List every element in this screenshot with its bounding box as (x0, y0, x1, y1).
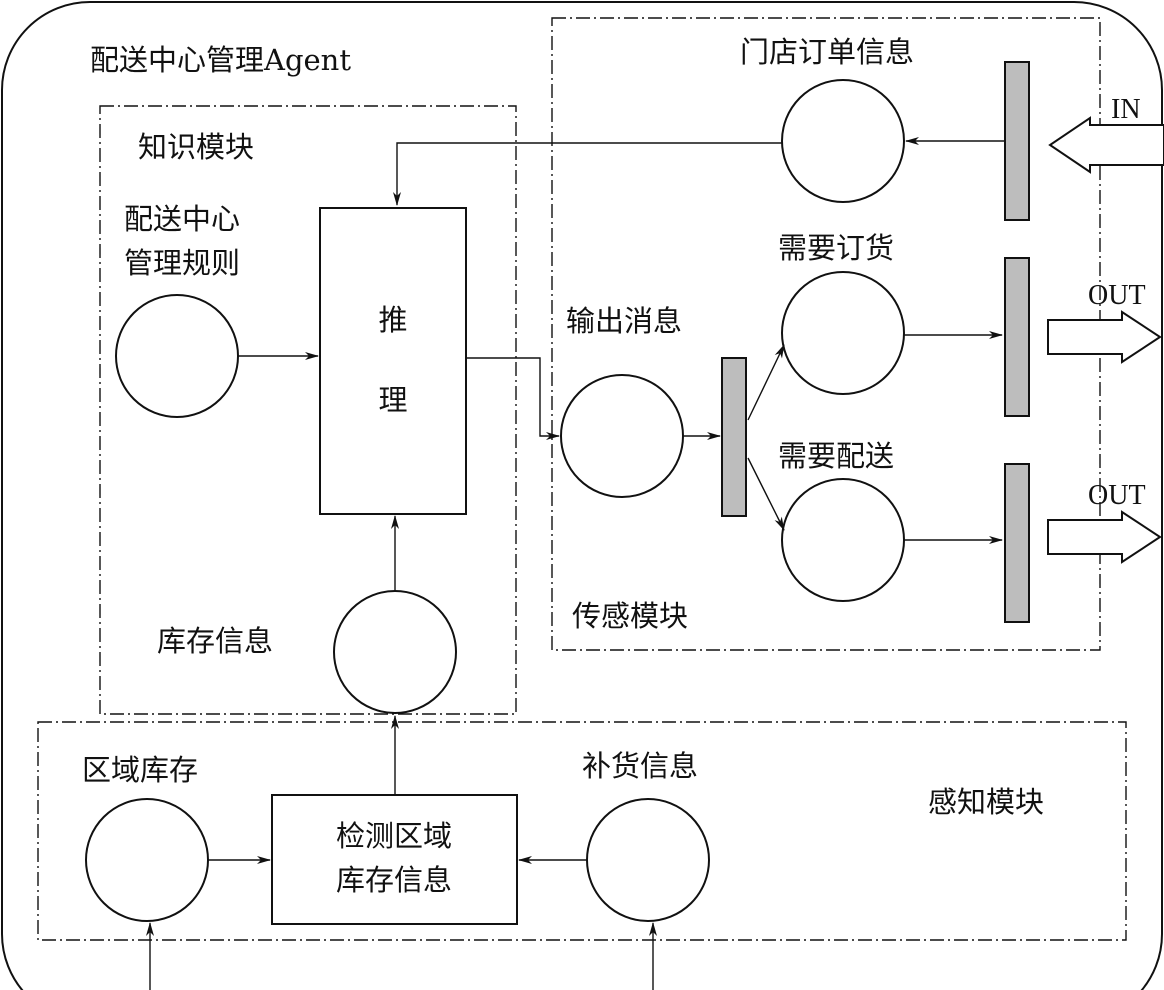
perception-module-label: 感知模块 (928, 785, 1044, 819)
store-order-place (781, 79, 905, 203)
arc-inference-to-output-message (466, 357, 560, 440)
arc-split-to-need-delivery (747, 457, 785, 531)
out-label-1: OUT (1088, 280, 1146, 311)
need-delivery-label: 需要配送 (778, 439, 894, 473)
output-message-label: 输出消息 (566, 304, 682, 338)
knowledge-module-frame (99, 105, 517, 715)
arc-split-to-need-order (747, 344, 785, 421)
in-arrow-icon (1048, 116, 1164, 174)
inference-box (319, 207, 467, 515)
rules-place (115, 294, 239, 418)
replenish-place (586, 798, 710, 922)
order-output-transition (1004, 257, 1030, 417)
arc-store-order-to-inference (393, 142, 782, 206)
perception-module-frame (37, 721, 1127, 941)
knowledge-module-label: 知识模块 (138, 130, 254, 164)
delivery-output-transition (1004, 463, 1030, 623)
inventory-info-label: 库存信息 (157, 624, 273, 658)
out-arrow-icon-1 (1047, 310, 1162, 364)
rules-label-line2: 管理规则 (124, 246, 240, 280)
store-order-info-label: 门店订单信息 (740, 35, 914, 69)
need-order-place (781, 271, 905, 395)
region-inventory-label: 区域库存 (82, 753, 198, 787)
input-transition (1004, 61, 1030, 221)
out-arrow-icon-2 (1047, 510, 1162, 564)
replenish-info-label: 补货信息 (582, 749, 698, 783)
output-message-place (560, 374, 684, 498)
detect-label-line2: 库存信息 (336, 863, 452, 897)
inference-char-1: 推 (378, 303, 407, 337)
detect-label-line1: 检测区域 (336, 819, 452, 853)
split-transition (721, 357, 747, 517)
detect-box (271, 794, 518, 925)
agent-title: 配送中心管理Agent (90, 43, 351, 77)
out-label-2: OUT (1088, 480, 1146, 511)
in-label: IN (1111, 94, 1141, 125)
sensing-module-label: 传感模块 (572, 599, 688, 633)
rules-label-line1: 配送中心 (124, 202, 240, 236)
region-inventory-place (85, 798, 209, 922)
need-delivery-place (781, 478, 905, 602)
inference-char-2: 理 (378, 383, 407, 417)
need-order-label: 需要订货 (778, 231, 894, 265)
inventory-place (333, 590, 457, 714)
